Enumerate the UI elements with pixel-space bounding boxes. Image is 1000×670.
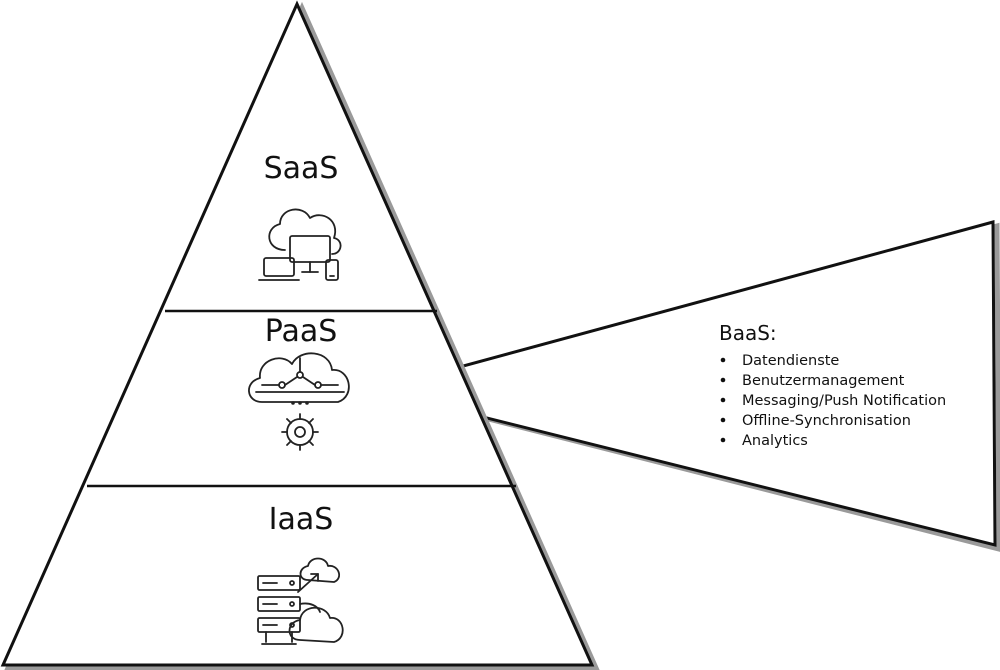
server-cloud-icon <box>257 557 344 645</box>
list-bullet <box>720 417 726 423</box>
list-bullet <box>720 357 726 363</box>
baas-callout <box>369 220 1000 552</box>
pyramid <box>0 0 600 670</box>
list-item: Messaging/Push Notification <box>742 393 946 409</box>
list-item: Analytics <box>742 433 808 449</box>
cloud-devices-icon <box>258 208 342 281</box>
baas-title: BaaS: <box>719 321 777 345</box>
list-bullet <box>720 377 726 383</box>
baas-list: Datendienste Benutzermanagement Messagin… <box>720 353 946 449</box>
list-bullet <box>720 397 726 403</box>
cloud-network-gear-icon <box>248 352 350 451</box>
saas-label: SaaS <box>264 151 339 186</box>
iaas-label: IaaS <box>269 502 334 537</box>
paas-label: PaaS <box>265 314 338 349</box>
list-item: Benutzermanagement <box>742 373 905 389</box>
list-item: Offline-Synchronisation <box>742 413 911 429</box>
list-item: Datendienste <box>742 353 839 369</box>
list-bullet <box>720 437 726 443</box>
